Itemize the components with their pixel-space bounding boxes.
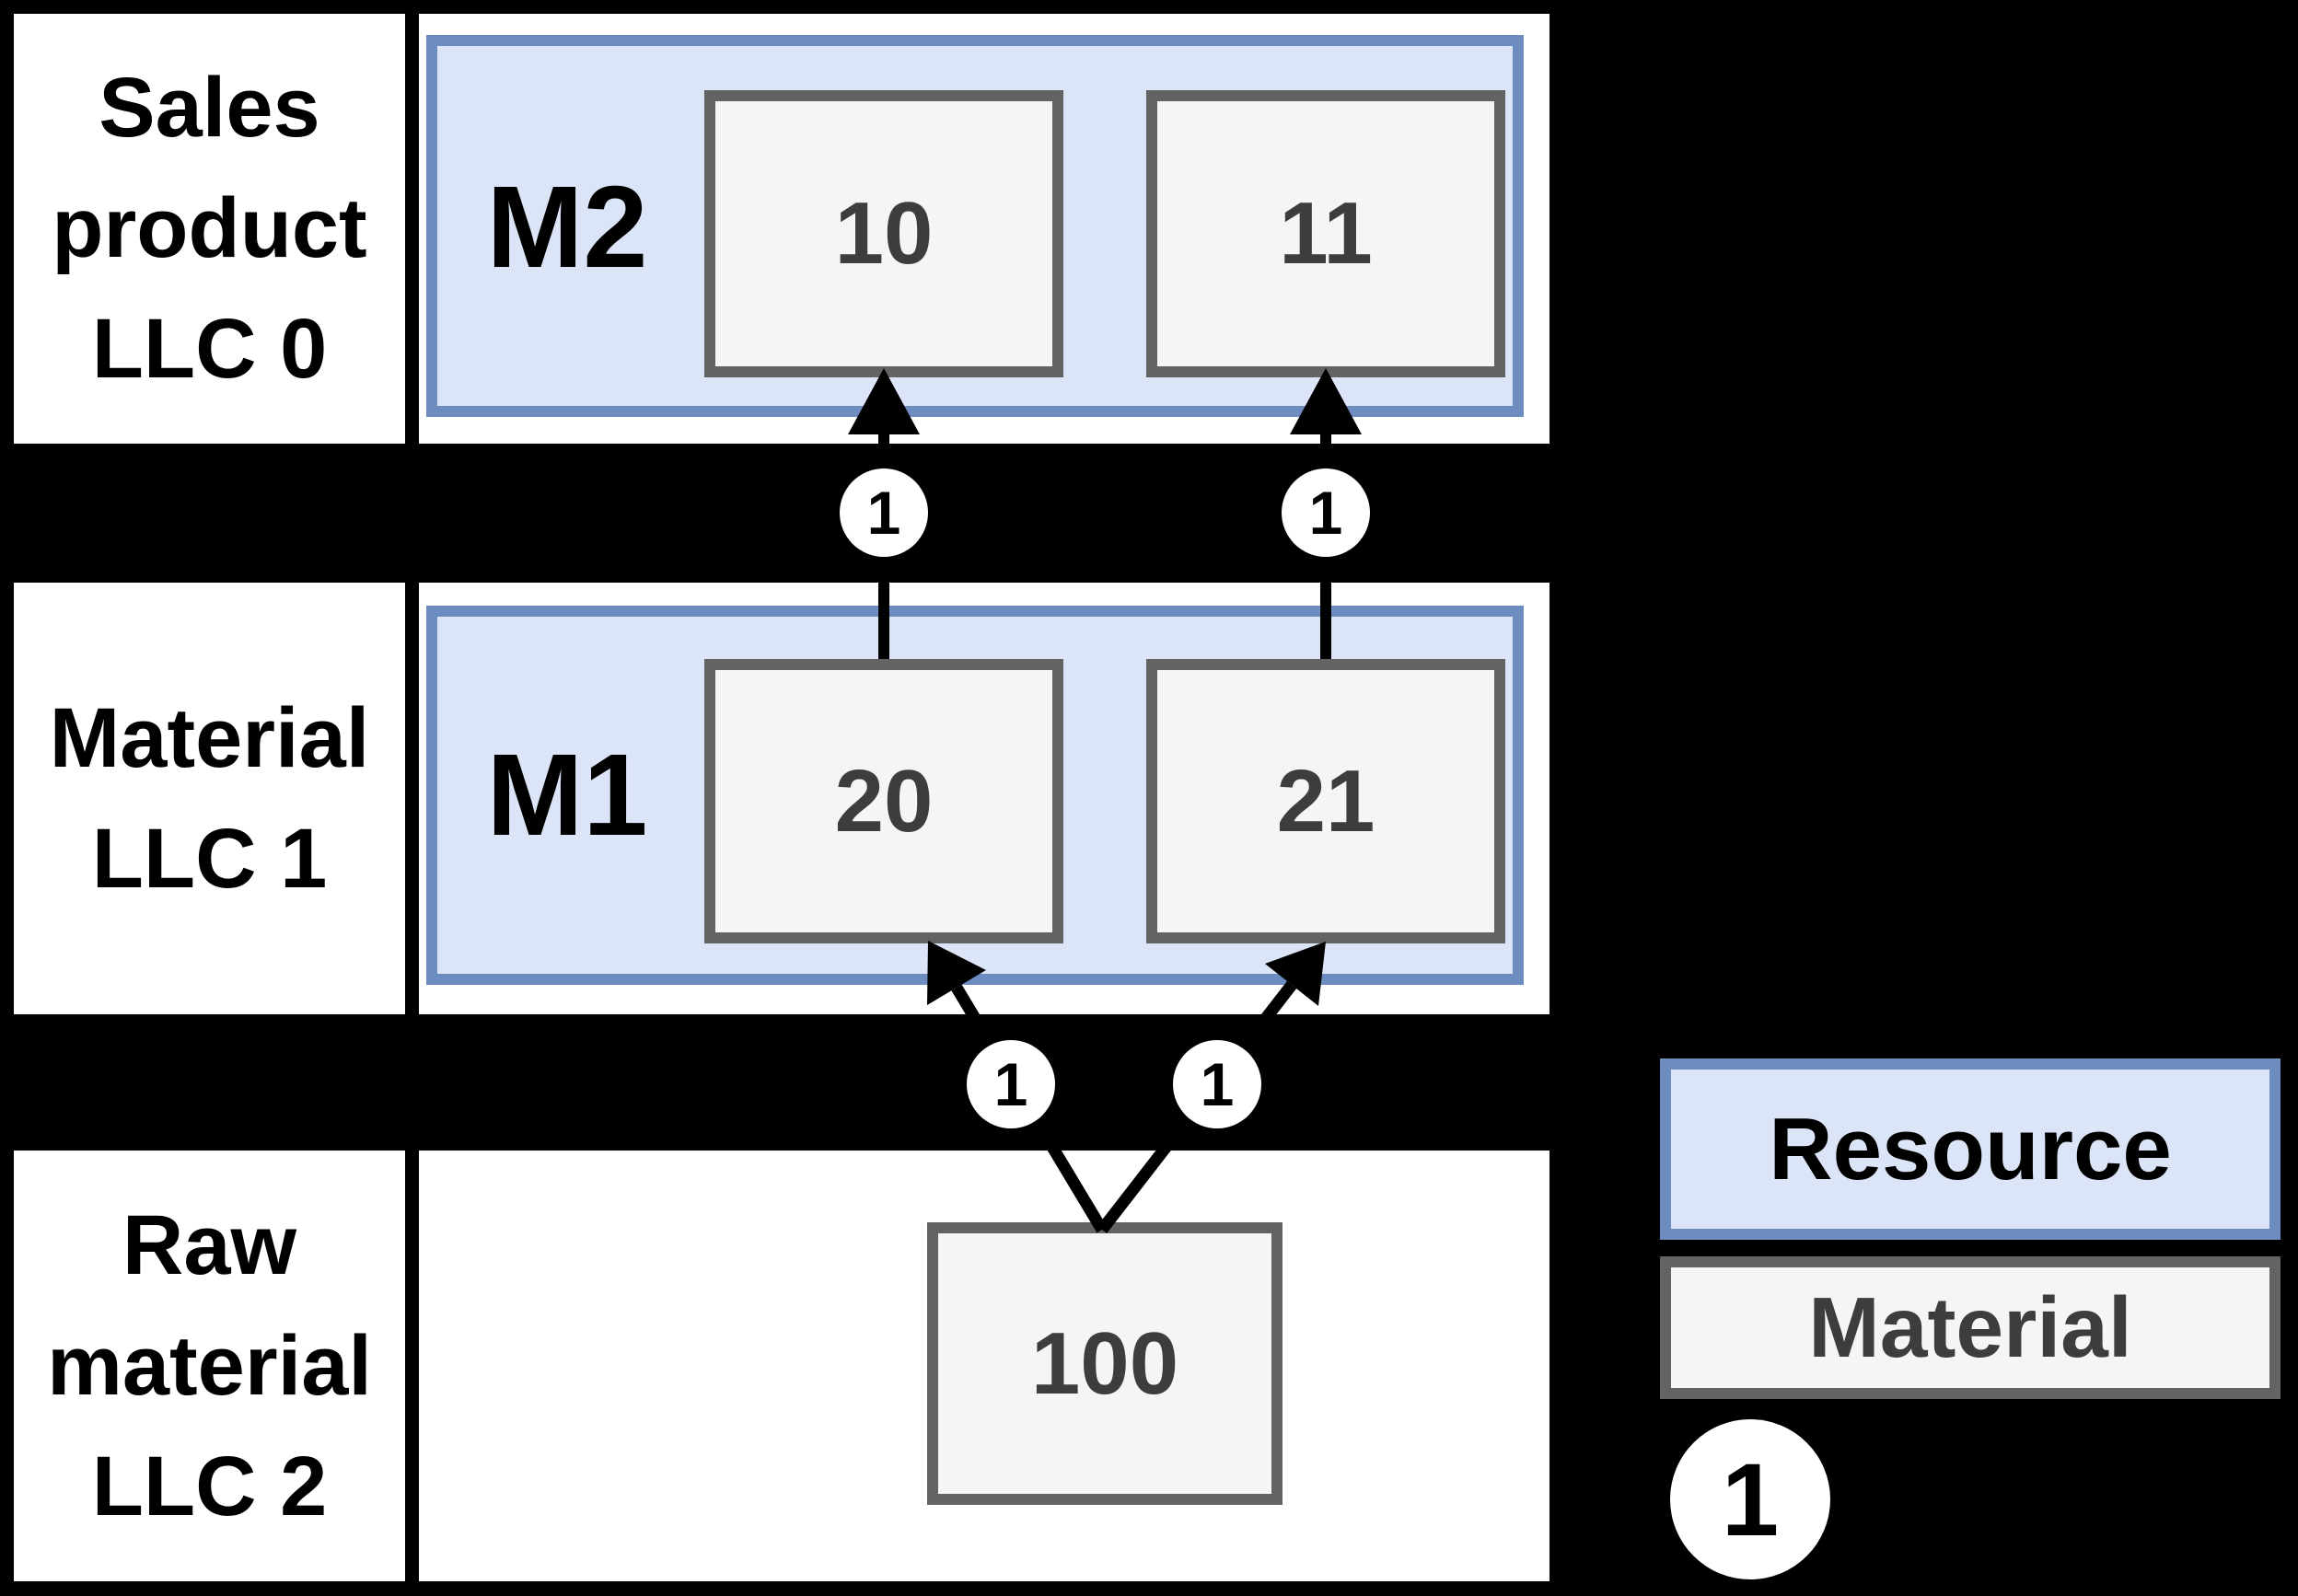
legend-material-label: Material <box>1808 1279 2132 1375</box>
legend-resource-swatch: Resource <box>1660 1058 2281 1240</box>
material-box-100: 100 <box>927 1222 1282 1505</box>
material-box-10: 10 <box>704 90 1063 377</box>
material-label-10: 10 <box>834 184 934 283</box>
legend-material-swatch: Material <box>1660 1256 2281 1399</box>
legend-multiplicity-badge: 1 <box>1670 1419 1830 1579</box>
resource-label-m2: M2 <box>486 162 648 292</box>
multiplicity-badge-21-11: 1 <box>1282 468 1370 557</box>
multiplicity-badge-100-21: 1 <box>1173 1040 1261 1128</box>
material-label-100: 100 <box>1030 1313 1179 1413</box>
material-label-21: 21 <box>1276 751 1375 850</box>
resource-label-m1: M1 <box>486 730 648 860</box>
material-box-20: 20 <box>704 659 1063 943</box>
legend-resource-label: Resource <box>1769 1099 2172 1198</box>
material-label-20: 20 <box>834 751 934 850</box>
row-label-cell-sales-product: Sales product LLC 0 <box>14 14 405 444</box>
row-label-sales-product: Sales product LLC 0 <box>52 61 367 396</box>
material-box-21: 21 <box>1146 659 1505 943</box>
row-label-material: Material LLC 1 <box>49 690 370 906</box>
multiplicity-badge-100-20: 1 <box>967 1040 1055 1128</box>
material-label-11: 11 <box>1279 184 1373 283</box>
material-box-11: 11 <box>1146 90 1505 377</box>
row-label-cell-material: Material LLC 1 <box>14 583 405 1014</box>
row-label-cell-raw-material: Raw material LLC 2 <box>14 1151 405 1581</box>
row-label-raw-material: Raw material LLC 2 <box>47 1197 372 1533</box>
multiplicity-badge-20-10: 1 <box>840 468 928 557</box>
